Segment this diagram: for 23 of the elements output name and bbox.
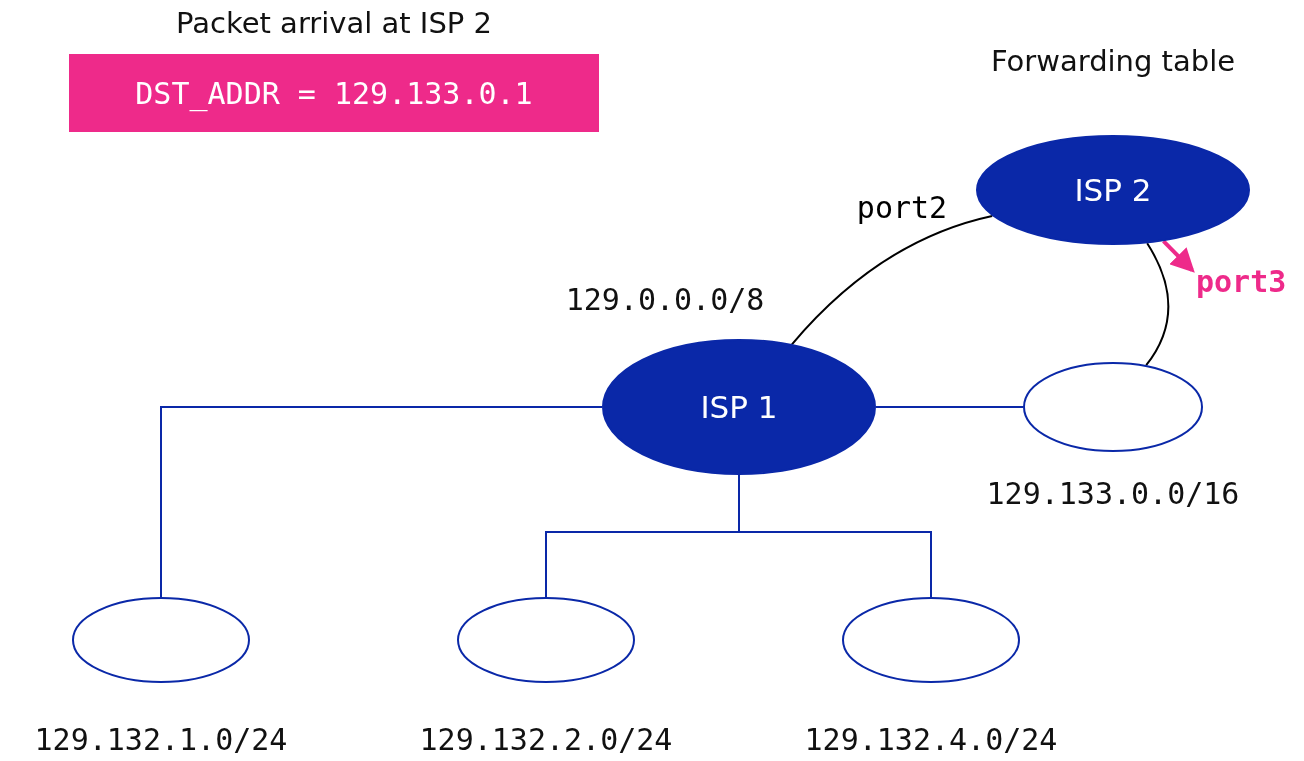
caption-label: 129.132.1.0/24 [34, 722, 288, 757]
heading: Packet arrival at ISP 2 [176, 6, 492, 40]
caption-label: 129.132.4.0/24 [804, 722, 1058, 757]
caption-label: Forwarding table [990, 44, 1236, 78]
network-ellipse [842, 597, 1020, 683]
connector-line [790, 214, 994, 346]
router-name: ISP 1 [700, 389, 778, 425]
address-banner: DST_ADDR = 129.133.0.1 [69, 54, 599, 132]
connector-line [1145, 242, 1170, 367]
port-label: port3 [1196, 264, 1287, 299]
router-ellipse [602, 339, 876, 475]
network-ellipse [1023, 362, 1203, 452]
connector-line [738, 474, 932, 598]
caption-label: 129.0.0.0/8 [565, 282, 765, 317]
caption-label: 129.133.0.0/16 [986, 476, 1240, 511]
router-name: ISP 2 [1074, 172, 1152, 208]
connector-line [160, 406, 603, 598]
router-ellipse [976, 135, 1250, 245]
network-ellipse [72, 597, 250, 683]
caption-label: 129.132.2.0/24 [419, 722, 673, 757]
arrow [1162, 239, 1195, 273]
connector-line [875, 406, 1024, 408]
network-ellipse [457, 597, 635, 683]
